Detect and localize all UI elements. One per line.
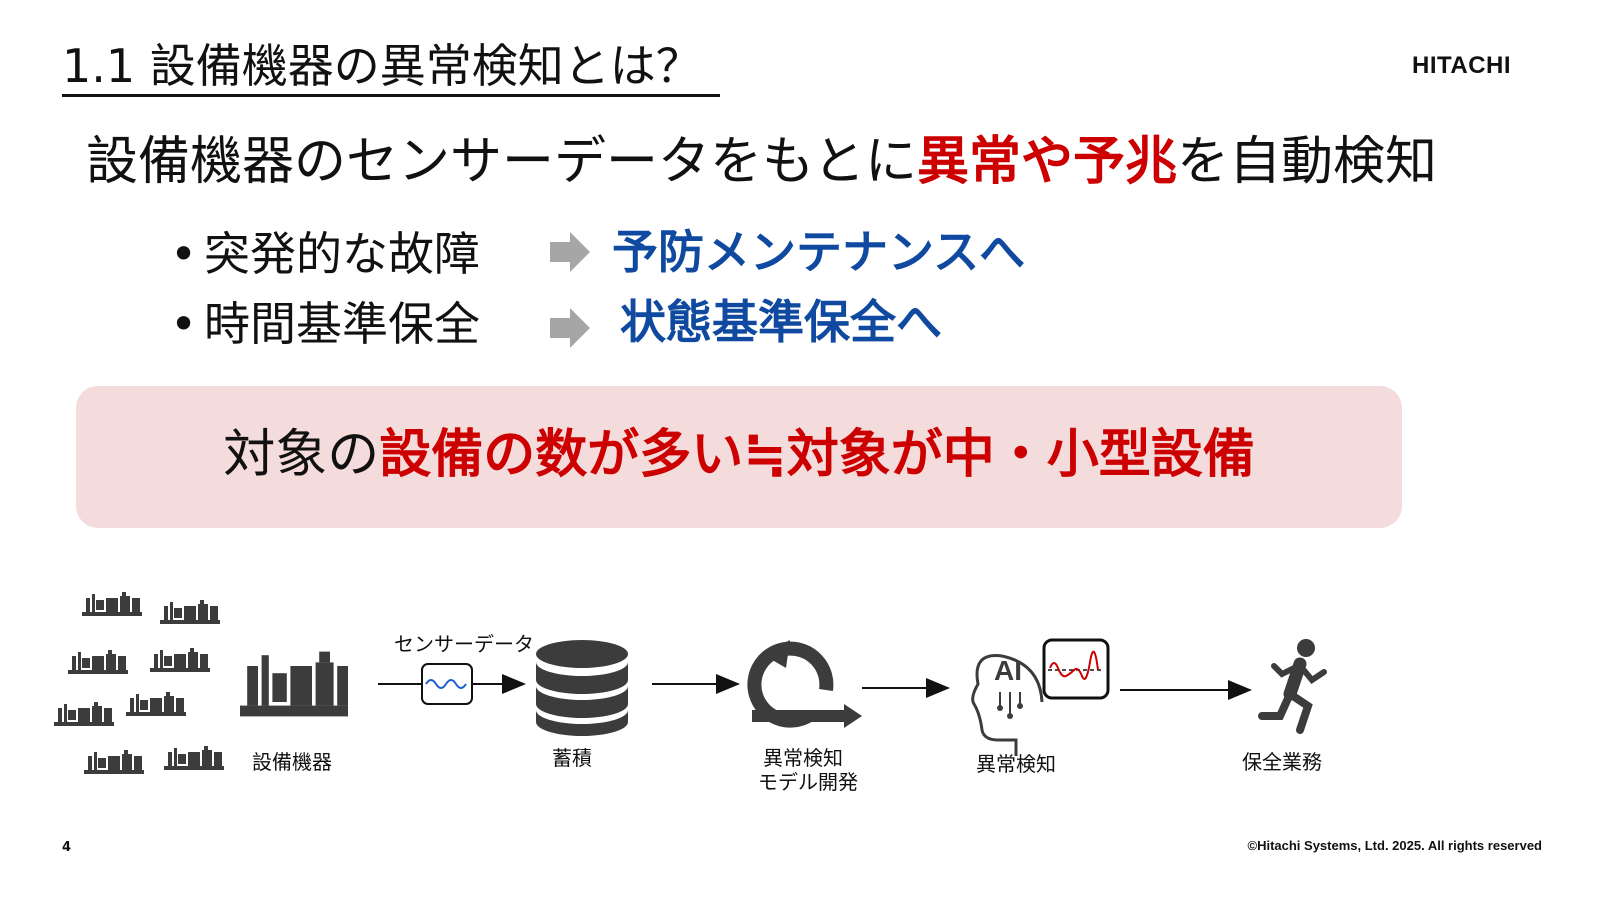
- bullet-item-2: •時間基準保全: [170, 296, 480, 352]
- svg-text:AI: AI: [994, 655, 1022, 686]
- callout-text: 対象の設備の数が多い≒対象が中・小型設備: [76, 422, 1402, 488]
- step-label-maintenance: 保全業務: [1242, 750, 1322, 774]
- page-number: 4: [62, 840, 72, 855]
- machine-icon: [240, 651, 348, 717]
- bullet-to: 予防メンテナンスへ: [612, 225, 1026, 279]
- step-label-model-dev: 異常検知 モデル開発: [758, 746, 858, 794]
- headline-highlight-sign: 予兆: [1073, 132, 1178, 192]
- cycle-arrow-icon: [747, 640, 862, 728]
- sensor-data-label: センサーデータ: [394, 632, 534, 656]
- running-person-icon: [1258, 639, 1327, 734]
- hitachi-logo: HITACHI: [1412, 52, 1512, 79]
- page-title: 1.1 設備機器の異常検知とは？: [62, 38, 720, 97]
- bullet-from: 突発的な故障: [204, 227, 480, 281]
- step-label-model-dev-line1: 異常検知: [763, 746, 843, 770]
- database-icon: [536, 640, 628, 736]
- bullet-item-1: •突発的な故障: [170, 226, 480, 282]
- bullet-to: 状態基準保全へ: [620, 295, 942, 349]
- copyright: ©Hitachi Systems, Ltd. 2025. All rights …: [1247, 838, 1543, 853]
- bullet-from: 時間基準保全: [204, 297, 480, 351]
- sensor-data-icon: [421, 663, 473, 705]
- bullet-dot: •: [170, 297, 198, 351]
- headline-part1: 設備機器のセンサーデータをもとに: [86, 132, 917, 192]
- ai-head-icon: AI: [971, 638, 1110, 756]
- step-label-equipment: 設備機器: [252, 750, 332, 774]
- headline-highlight-anomaly: 異常: [916, 132, 1021, 192]
- bullet-dot: •: [170, 227, 198, 281]
- right-arrow-icon: [550, 232, 590, 272]
- headline: 設備機器のセンサーデータをもとに異常や予兆を自動検知: [86, 130, 1437, 194]
- headline-mid: や: [1020, 132, 1073, 192]
- machine-icon: [54, 592, 224, 774]
- callout-part1: 対象の: [223, 425, 380, 485]
- right-arrow-icon: [550, 308, 590, 348]
- callout-box: 対象の設備の数が多い≒対象が中・小型設備: [76, 386, 1402, 528]
- step-label-model-dev-line2: モデル開発: [758, 770, 858, 794]
- headline-part2: を自動検知: [1177, 132, 1438, 192]
- step-label-detection: 異常検知: [976, 752, 1056, 776]
- callout-highlight: 設備の数が多い≒対象が中・小型設備: [379, 425, 1255, 485]
- step-label-storage: 蓄積: [552, 746, 592, 770]
